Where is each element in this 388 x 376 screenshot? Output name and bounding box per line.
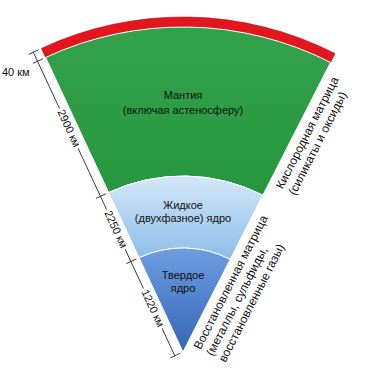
region-label: Твердое ядро xyxy=(154,269,212,295)
region-fill xyxy=(109,176,263,259)
dimension-tick xyxy=(33,59,43,64)
region-label: Жидкое (двухфазное) ядро xyxy=(129,199,237,225)
dimension-tick xyxy=(96,194,106,199)
region-label: (включая астеносферу) xyxy=(93,104,273,117)
region-label: Мантия xyxy=(93,89,273,102)
dimension-tick xyxy=(29,50,39,55)
dimension-tick xyxy=(170,353,180,358)
dimension-label: 40 км xyxy=(2,66,30,79)
dimension-tick xyxy=(126,259,136,264)
